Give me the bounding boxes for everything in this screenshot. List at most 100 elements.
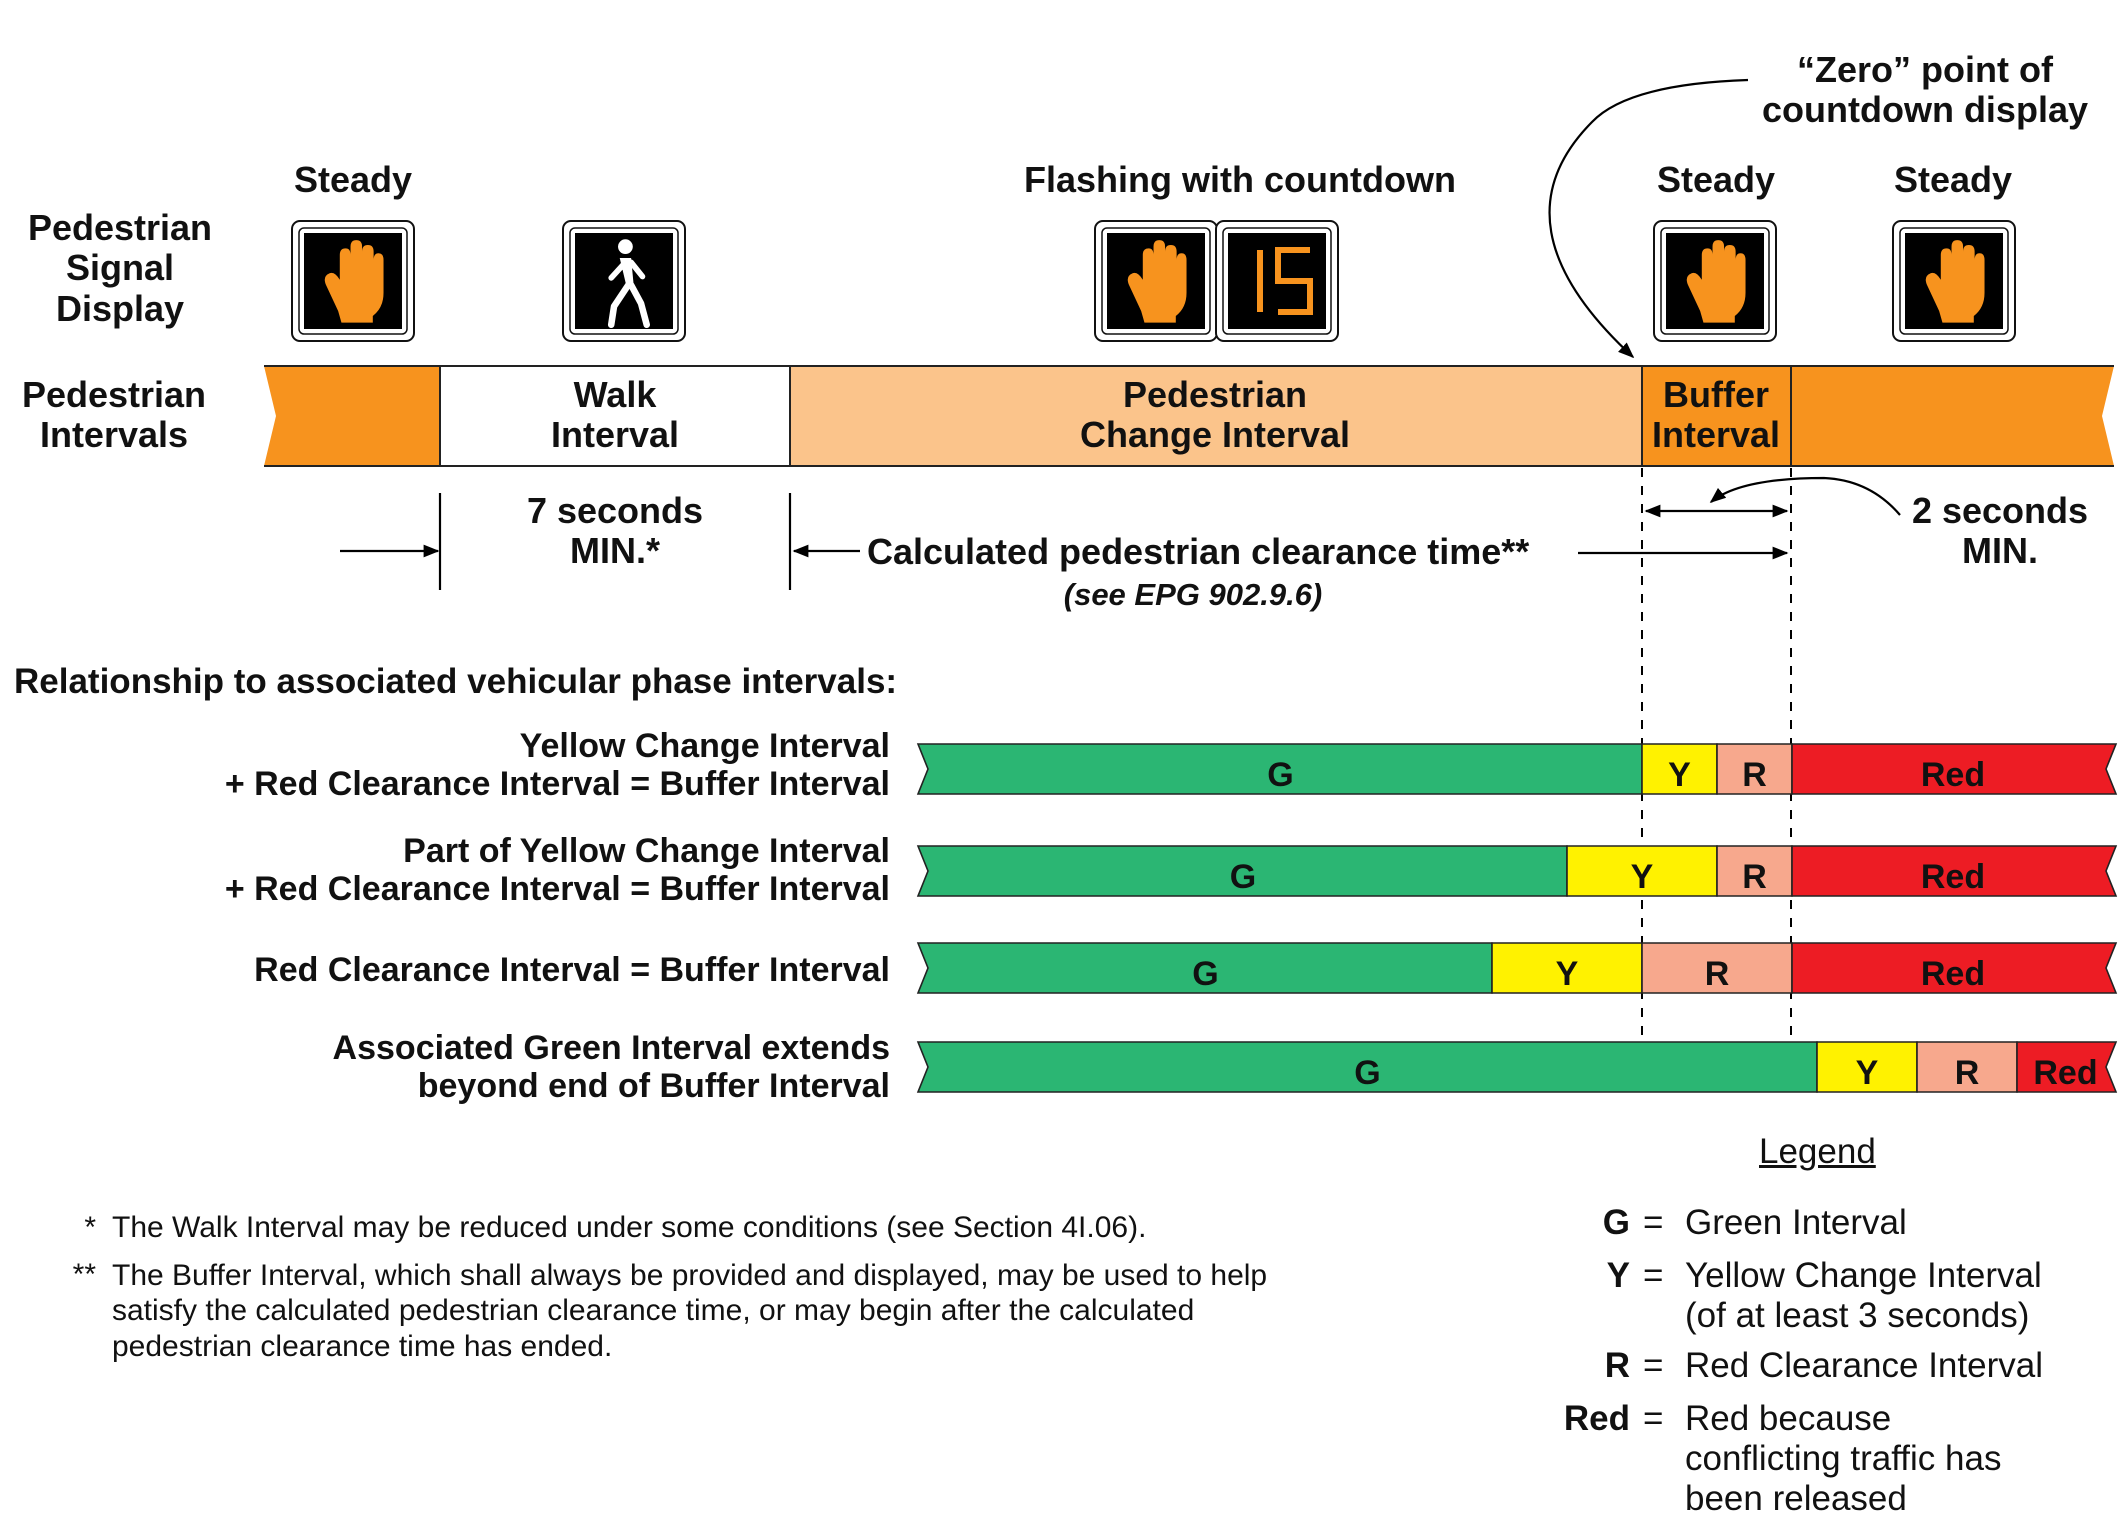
pi-line-1: Pedestrian: [21, 374, 207, 415]
vehicle-bar-row-4: [916, 1041, 2118, 1093]
buffer-line-2: Interval: [1651, 414, 1781, 456]
signal-walk: [562, 220, 686, 342]
zero-point-label: “Zero” point of countdown display: [1725, 49, 2125, 131]
walk-line-1: Walk: [573, 374, 657, 415]
legend-key-r: R: [1604, 1346, 1630, 1385]
row1-segment-g: [916, 743, 1643, 795]
row2-seg-g: G: [1229, 858, 1257, 896]
vehicle-bar-row-1: [916, 743, 2118, 795]
steady-label-1: Steady: [293, 159, 413, 200]
footnote-2-mark: **: [72, 1258, 96, 1291]
signal-steady-hand-1: [291, 220, 415, 342]
buffer-min-label: 2 seconds MIN.: [1885, 490, 2115, 572]
buffer-line-1: Buffer: [1663, 374, 1769, 415]
pi-line-2: Intervals: [39, 414, 189, 456]
psd-line-1: Pedestrian: [27, 207, 213, 248]
legend-desc-red: Red because conflicting traffic has been…: [1685, 1399, 2001, 1519]
row3-seg-red: Red: [1920, 955, 1986, 993]
vr1-line-2: + Red Clearance Interval = Buffer Interv…: [224, 765, 890, 804]
pedestrian-intervals-label: Pedestrian Intervals: [0, 374, 228, 456]
vehicle-row-1-label: Yellow Change Interval + Red Clearance I…: [225, 727, 890, 803]
signal-steady-hand-2: [1653, 220, 1777, 342]
zero-point-line-2: countdown display: [1761, 89, 2088, 131]
steady-label-2: Steady: [1656, 159, 1776, 200]
ped-bar-dividers: [439, 366, 1792, 466]
vr1-line-1: Yellow Change Interval: [519, 727, 890, 765]
fn2-line-1: The Buffer Interval, which shall always …: [112, 1259, 1268, 1292]
walk-min-label: 7 seconds MIN.*: [440, 490, 790, 572]
reference-dashed-lines: [1641, 468, 1792, 1043]
buffer-interval-label: Buffer Interval: [1642, 374, 1790, 456]
row1-seg-y: Y: [1668, 756, 1691, 794]
digit-five: [1275, 247, 1313, 315]
ped-change-line-1: Pedestrian: [1122, 374, 1308, 415]
row1-segment-red: [1791, 743, 2118, 795]
relationship-title: Relationship to associated vehicular pha…: [14, 662, 898, 701]
walk-interval-label: Walk Interval: [440, 374, 790, 456]
row2-seg-y: Y: [1630, 858, 1654, 896]
vehicle-bar-row-3: [916, 942, 2118, 994]
zero-point-leader-arrow: [1548, 78, 1749, 359]
legend-eq-r: =: [1643, 1346, 1664, 1385]
vehicle-bar-row-2: [916, 845, 2118, 897]
legend-key-g: G: [1602, 1203, 1630, 1242]
legend-desc-y: Yellow Change Interval (of at least 3 se…: [1685, 1256, 2042, 1336]
psd-line-3: Display: [55, 287, 185, 329]
legend-desc-r-line-1: Red Clearance Interval: [1685, 1346, 2043, 1385]
vr3-line-1: Red Clearance Interval = Buffer Interval: [254, 951, 890, 989]
ped-bar-outline: [264, 365, 2114, 467]
walking-person-icon: [607, 239, 650, 329]
fn2-line-2: satisfy the calculated pedestrian cleara…: [112, 1294, 1195, 1328]
row3-seg-r: R: [1704, 955, 1730, 993]
vr2-line-1: Part of Yellow Change Interval: [403, 832, 890, 870]
vehicle-row-3-label: Red Clearance Interval = Buffer Interval: [254, 951, 890, 989]
vehicle-row-2-label: Part of Yellow Change Interval + Red Cle…: [225, 832, 890, 908]
hand-icon: [1127, 240, 1187, 323]
row3-seg-g: G: [1192, 955, 1219, 993]
flashing-label: Flashing with countdown: [1024, 159, 1456, 200]
row4-segment-red: [2016, 1041, 2118, 1093]
vr4-line-1: Associated Green Interval extends: [332, 1029, 890, 1067]
psd-line-2: Signal: [65, 247, 175, 289]
walk-line-2: Interval: [550, 414, 680, 456]
buffer-leader-arrow: [1709, 476, 1901, 516]
legend-desc-g: Green Interval: [1685, 1203, 1907, 1242]
ped-bar-buffer: [1642, 366, 1791, 466]
fn2-line-3: pedestrian clearance time has ended.: [112, 1329, 613, 1363]
row2-segment-red: [1791, 845, 2118, 897]
legend-eq-red: =: [1643, 1399, 1664, 1438]
walker-head: [618, 239, 633, 255]
row1-seg-red: Red: [1920, 756, 1986, 794]
row2-segment-g: [916, 845, 1568, 897]
ped-bar-dont-walk-start: [264, 366, 440, 466]
vr4-line-2: beyond end of Buffer Interval: [417, 1067, 890, 1106]
legend-desc-y-line-1: Yellow Change Interval: [1685, 1256, 2042, 1295]
row3-seg-y: Y: [1555, 955, 1579, 993]
signal-flashing-hand: [1094, 220, 1218, 342]
walk-min-line-1: 7 seconds: [526, 490, 704, 531]
legend-desc-y-line-2: (of at least 3 seconds): [1685, 1295, 2030, 1335]
steady-label-3: Steady: [1893, 159, 2013, 200]
zero-point-line-1: “Zero” point of: [1797, 49, 2053, 90]
row2-seg-red: Red: [1920, 858, 1986, 896]
legend-key-red: Red: [1563, 1399, 1630, 1438]
hand-icon: [324, 240, 384, 323]
vr2-line-2: + Red Clearance Interval = Buffer Interv…: [224, 870, 890, 909]
buffer-min-line-2: MIN.: [1962, 530, 2038, 572]
walk-min-line-2: MIN.*: [570, 530, 660, 572]
pedestrian-signal-display-label: Pedestrian Signal Display: [0, 207, 240, 329]
epg-reference: (see EPG 902.9.6): [1063, 577, 1323, 612]
hand-icon: [1686, 240, 1746, 323]
pedestrian-interval-bar: [264, 365, 2114, 467]
footnote-2-text: The Buffer Interval, which shall always …: [112, 1258, 1267, 1364]
hand-icon: [1925, 240, 1985, 323]
row4-segment-g: [916, 1041, 1818, 1093]
legend-key-y: Y: [1606, 1256, 1630, 1295]
legend-eq-g: =: [1643, 1203, 1664, 1242]
legend-desc-red-line-1: Red because: [1685, 1399, 1892, 1438]
row3-segment-g: [916, 942, 1493, 994]
row4-seg-g: G: [1354, 1054, 1381, 1092]
legend-desc-red-line-2: conflicting traffic has: [1685, 1438, 2002, 1478]
